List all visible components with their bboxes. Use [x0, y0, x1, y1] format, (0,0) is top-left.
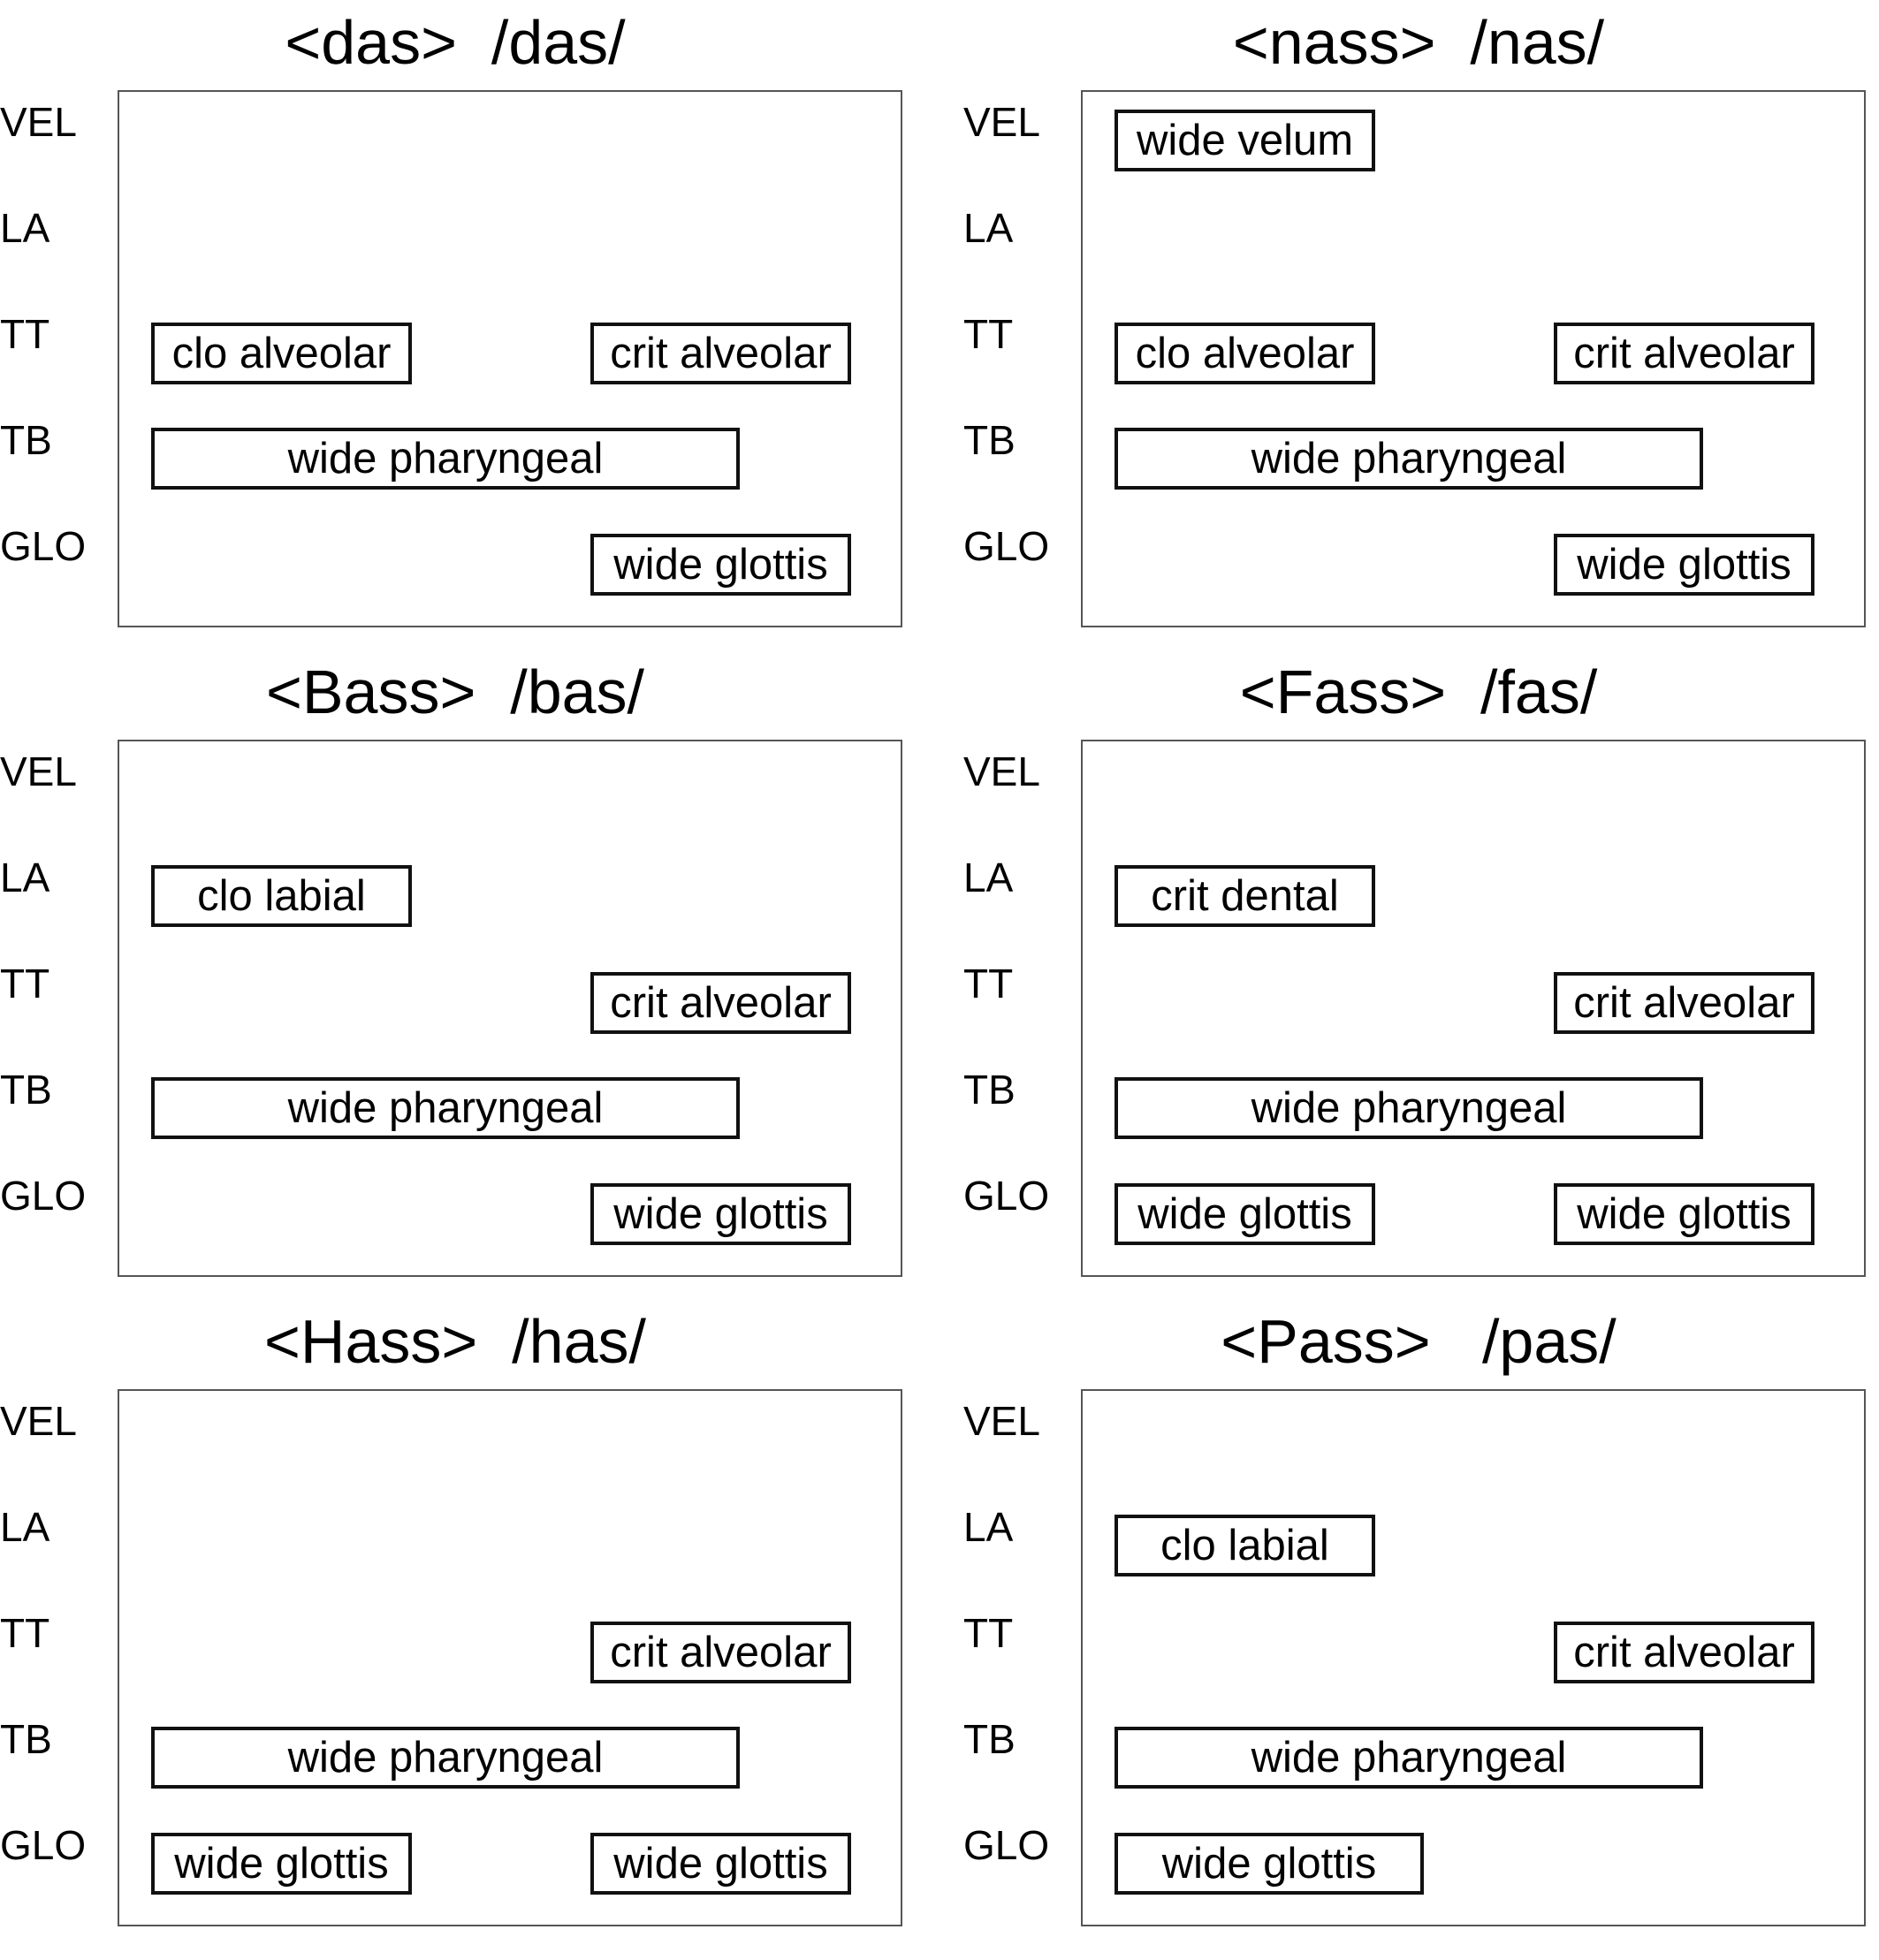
tier-label-tt: TT — [0, 1610, 50, 1656]
tier-label-vel: VEL — [0, 1398, 77, 1444]
tier-label-tt: TT — [963, 311, 1014, 357]
tier-label-la: LA — [0, 205, 50, 251]
gesture-box: wide pharyngeal — [1114, 428, 1703, 490]
gesture-box: clo alveolar — [151, 323, 412, 384]
gesture-box: crit alveolar — [590, 1622, 851, 1683]
gesture-box: clo labial — [151, 865, 412, 927]
gesture-box: wide glottis — [590, 1183, 851, 1245]
panel-title: <das> /das/ — [285, 8, 626, 77]
gesture-box: wide glottis — [1114, 1833, 1424, 1895]
gestural-score-panel: <Fass> /fas/VEL LA TT TB GLO crit dental crit … — [963, 657, 1874, 1310]
gestural-score-panel: <das> /das/VEL LA TT TB GLO clo alveolar crit … — [0, 7, 910, 661]
gestural-score-panel: <Pass> /pas/VEL LA TT TB GLO clo labial crit a… — [963, 1306, 1874, 1960]
tier-label-vel: VEL — [963, 99, 1040, 145]
panel-title: <Hass> /has/ — [264, 1307, 646, 1376]
tier-label-tt: TT — [0, 961, 50, 1007]
gesture-box: wide glottis — [1114, 1183, 1375, 1245]
gesture-box: wide pharyngeal — [151, 428, 740, 490]
panel-title: <Bass> /bas/ — [265, 657, 645, 726]
tier-label-tb: TB — [963, 1067, 1016, 1113]
tier-label-tt: TT — [0, 311, 50, 357]
tier-label-la: LA — [963, 205, 1014, 251]
tier-label-vel: VEL — [0, 748, 77, 794]
gesture-box: wide glottis — [590, 1833, 851, 1895]
score-frame — [118, 1389, 902, 1926]
tier-label-la: LA — [0, 1504, 50, 1550]
gesture-box: wide pharyngeal — [1114, 1077, 1703, 1139]
gesture-box: wide glottis — [590, 534, 851, 596]
tier-label-la: LA — [963, 1504, 1014, 1550]
gesture-box: wide pharyngeal — [1114, 1727, 1703, 1789]
tier-label-vel: VEL — [963, 748, 1040, 794]
tier-label-tb: TB — [0, 1067, 52, 1113]
gesture-box: crit alveolar — [1554, 323, 1814, 384]
tier-label-glo: GLO — [0, 523, 87, 569]
gesture-box: crit dental — [1114, 865, 1375, 927]
tier-label-tb: TB — [0, 417, 52, 463]
tier-label-vel: VEL — [963, 1398, 1040, 1444]
panel-title: <Fass> /fas/ — [1239, 657, 1598, 726]
score-frame — [118, 740, 902, 1277]
tier-label-vel: VEL — [0, 99, 77, 145]
gestural-score-panel: <Hass> /has/VEL LA TT TB GLO crit alveolar wid… — [0, 1306, 910, 1960]
tier-label-glo: GLO — [963, 1173, 1050, 1219]
gesture-box: clo labial — [1114, 1515, 1375, 1576]
tier-label-glo: GLO — [963, 1822, 1050, 1868]
panel-title: <nass> /nas/ — [1232, 8, 1605, 77]
tier-label-la: LA — [963, 855, 1014, 900]
tier-label-glo: GLO — [0, 1822, 87, 1868]
gesture-box: crit alveolar — [1554, 1622, 1814, 1683]
score-frame — [1081, 1389, 1866, 1926]
tier-label-tb: TB — [963, 1716, 1016, 1762]
gesture-box: crit alveolar — [1554, 972, 1814, 1034]
tier-label-glo: GLO — [963, 523, 1050, 569]
gesture-box: wide velum — [1114, 110, 1375, 171]
tier-label-tt: TT — [963, 961, 1014, 1007]
gesture-box: wide glottis — [1554, 534, 1814, 596]
gestural-score-panel: <Bass> /bas/VEL LA TT TB GLO clo labial crit a… — [0, 657, 910, 1310]
gestural-score-panel: <nass> /nas/VEL LA TT TB GLO wide velum clo al… — [963, 7, 1874, 661]
gesture-box: crit alveolar — [590, 323, 851, 384]
gesture-box: wide glottis — [151, 1833, 412, 1895]
score-frame — [1081, 740, 1866, 1277]
tier-label-tb: TB — [963, 417, 1016, 463]
gesture-box: wide pharyngeal — [151, 1727, 740, 1789]
tier-label-la: LA — [0, 855, 50, 900]
gesture-box: crit alveolar — [590, 972, 851, 1034]
gesture-box: wide glottis — [1554, 1183, 1814, 1245]
score-frame — [1081, 90, 1866, 627]
tier-label-tt: TT — [963, 1610, 1014, 1656]
panel-title: <Pass> /pas/ — [1221, 1307, 1617, 1376]
tier-label-tb: TB — [0, 1716, 52, 1762]
gesture-box: wide pharyngeal — [151, 1077, 740, 1139]
tier-label-glo: GLO — [0, 1173, 87, 1219]
gesture-box: clo alveolar — [1114, 323, 1375, 384]
score-frame — [118, 90, 902, 627]
